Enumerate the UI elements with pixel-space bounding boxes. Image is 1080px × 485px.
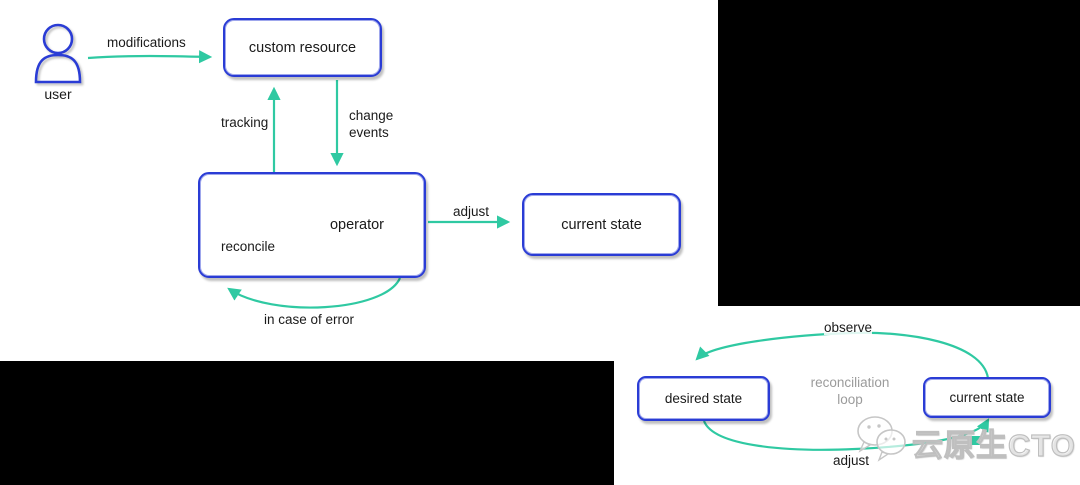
modifications-label: modifications — [107, 35, 186, 50]
observe-label: observe — [824, 320, 873, 335]
error-loop-arrow — [227, 277, 402, 309]
watermark-text: 云原生CTO — [911, 427, 1076, 463]
desired-state-node: desired state — [637, 376, 770, 421]
adjust-label: adjust — [453, 204, 490, 219]
modifications-arrow — [87, 50, 213, 64]
wechat-icon — [857, 416, 906, 462]
loop-adjust-label: adjust — [833, 453, 870, 468]
tracking-label: tracking — [221, 115, 269, 130]
loop-current-state-label: current state — [949, 390, 1025, 405]
observe-arrow — [695, 331, 990, 379]
loop-current-state-node: current state — [923, 377, 1051, 418]
operator-label: operator — [329, 217, 384, 233]
error-label: in case of error — [264, 312, 355, 327]
desired-state-label: desired state — [664, 391, 743, 406]
current-state-node: current state — [522, 193, 681, 256]
reconciliation-loop-label: reconciliation loop — [810, 375, 890, 407]
redaction-block-bottom-left — [0, 361, 614, 485]
current-state-label: current state — [561, 216, 642, 233]
watermark: 云原生CTO — [852, 414, 1075, 469]
redaction-block-top-right — [718, 0, 1080, 306]
custom-resource-label: custom resource — [248, 39, 357, 56]
user-label: user — [44, 86, 72, 102]
change-events-label: change events — [349, 107, 404, 141]
operator-node: operator — [198, 172, 426, 278]
reconcile-label: reconcile — [220, 239, 276, 254]
custom-resource-node: custom resource — [223, 18, 382, 77]
user-icon — [34, 23, 82, 84]
